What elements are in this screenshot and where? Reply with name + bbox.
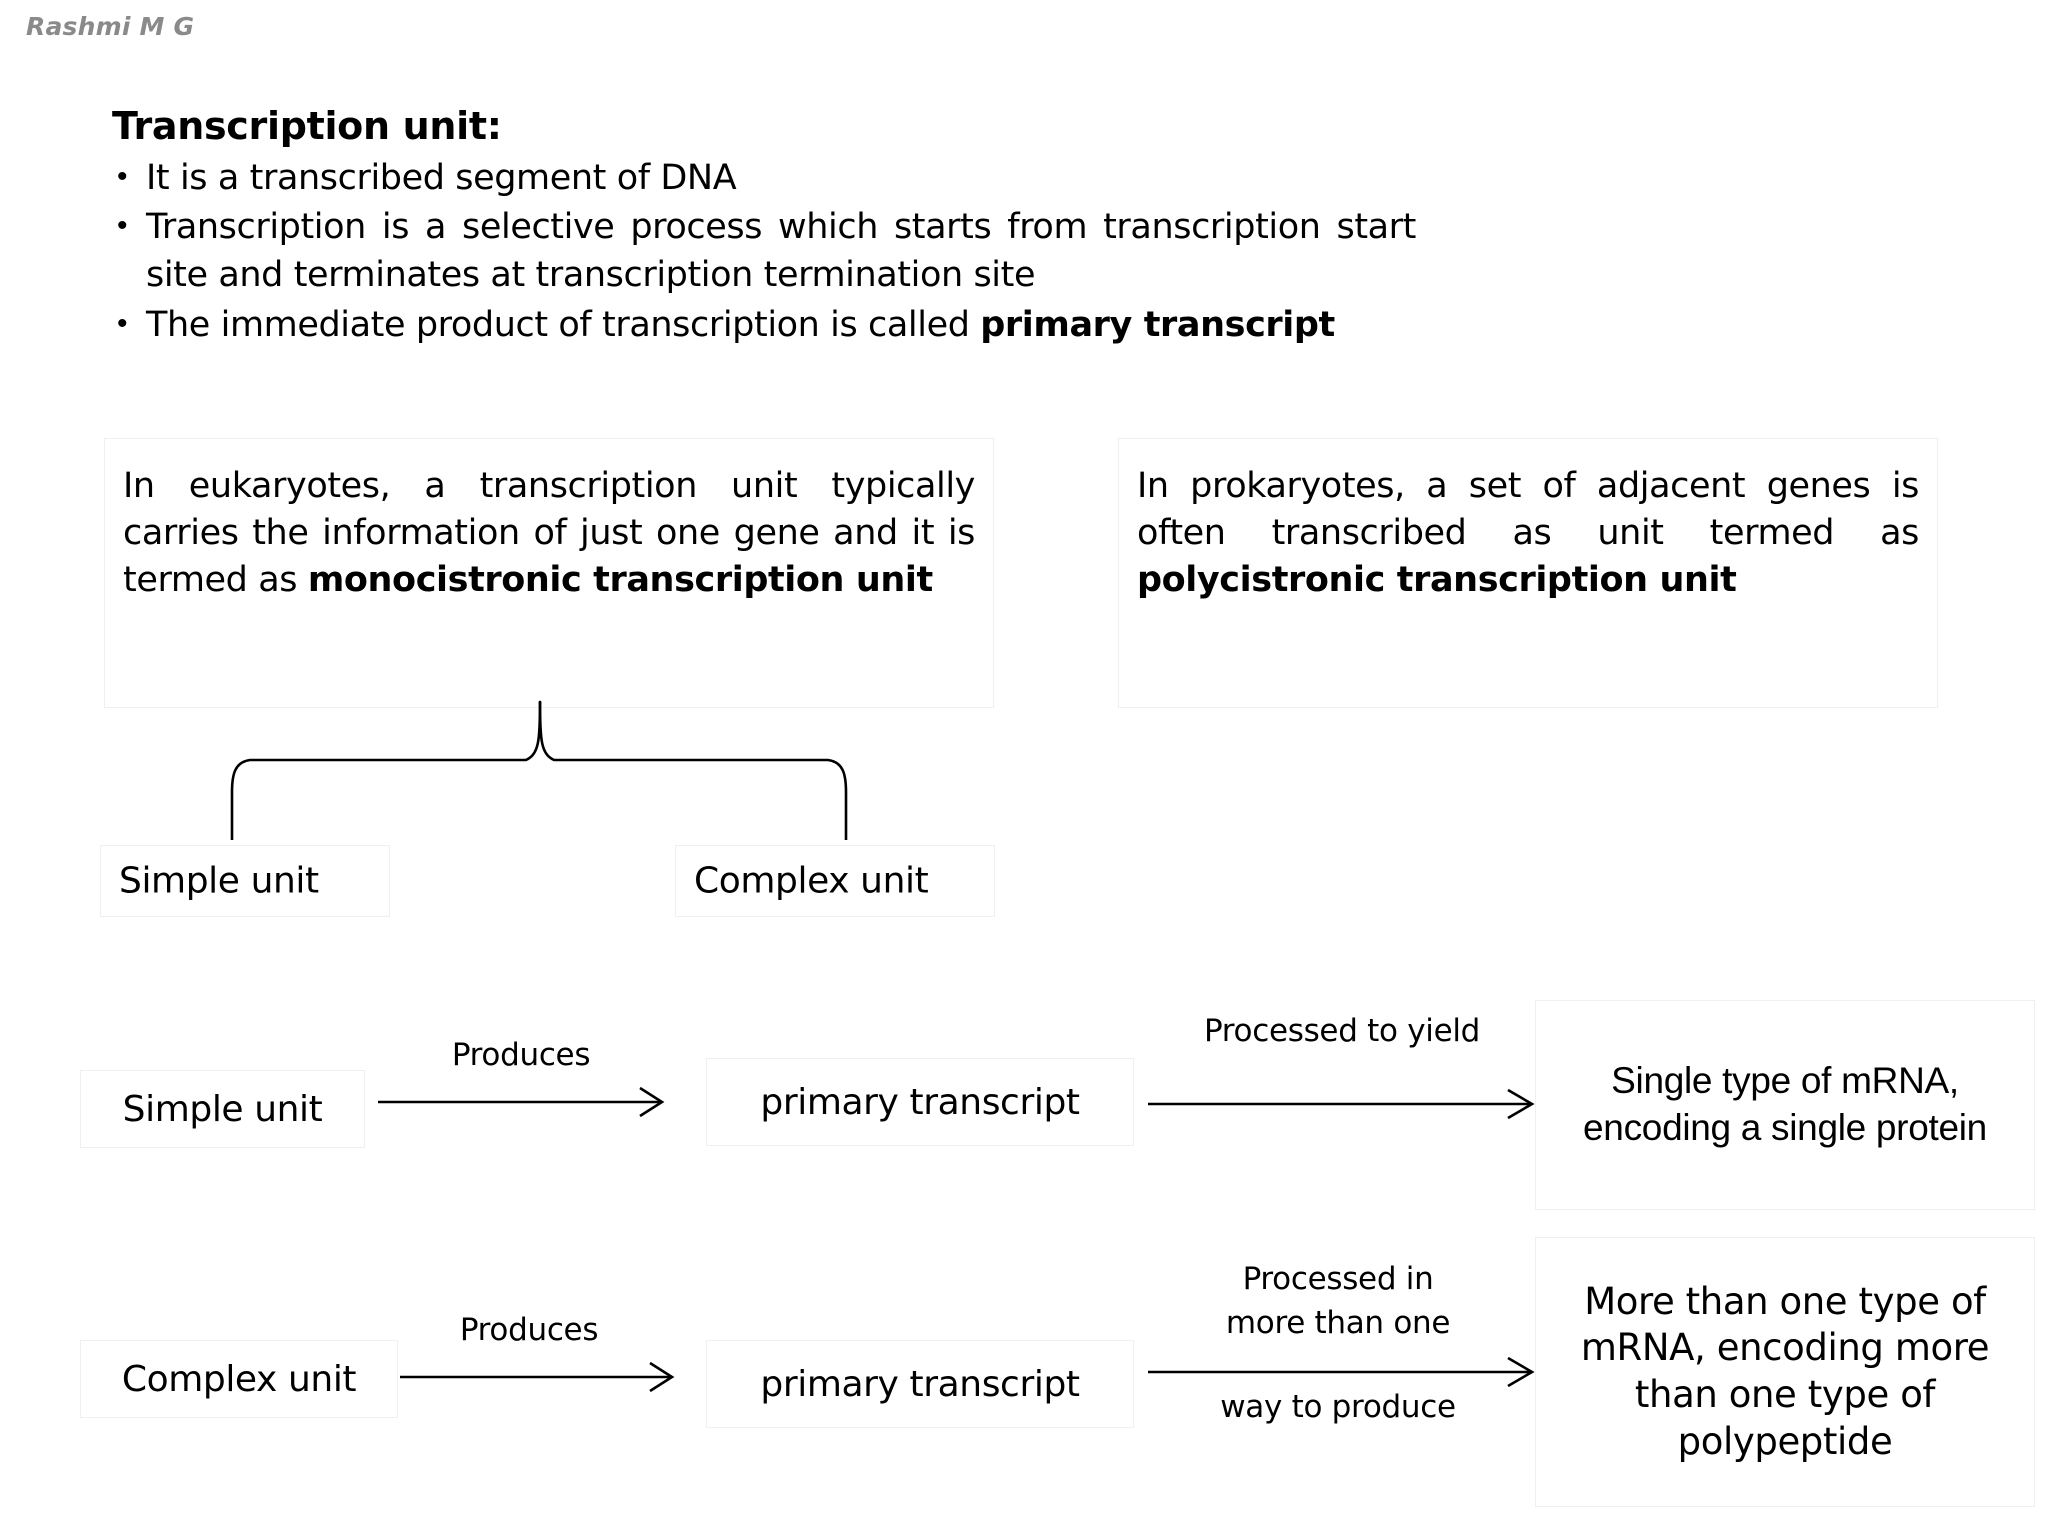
bullet-text-2: Transcription is a selective process whi… — [146, 207, 1416, 296]
flow-row1-result-box: Single type of mRNA, encoding a single p… — [1535, 1000, 2035, 1210]
bullet-item-1: • It is a transcribed segment of DNA — [112, 155, 1812, 203]
prokaryote-text-bold: polycistronic transcription unit — [1137, 560, 1737, 601]
bullet-dot-icon: • — [117, 159, 128, 193]
eukaryote-text-plain: In eukaryotes, a transcription unit typi… — [123, 466, 975, 601]
flow-row1-middle-label: primary transcript — [760, 1081, 1080, 1123]
category-label-complex-unit: Complex unit — [694, 860, 929, 902]
flow-row2-arrow2-label-line1: Processed in — [1242, 1261, 1434, 1297]
flow-row2-result-box: More than one type of mRNA, encoding mor… — [1535, 1237, 2035, 1507]
prokaryote-description-text: In prokaryotes, a set of adjacent genes … — [1137, 463, 1919, 604]
flow-row2-arrow1-label: Produces — [459, 1312, 599, 1348]
flow-row2-middle-box: primary transcript — [706, 1340, 1134, 1428]
bullet-text-3-bold: primary transcript — [980, 304, 1335, 345]
category-label-simple-unit: Simple unit — [119, 860, 319, 902]
prokaryote-description-box: In prokaryotes, a set of adjacent genes … — [1118, 438, 1938, 708]
flow-row1-arrow2-label: Processed to yield — [1203, 1013, 1481, 1049]
eukaryote-text-bold: monocistronic transcription unit — [307, 560, 933, 601]
flow-row1-source-label: Simple unit — [122, 1088, 323, 1130]
flow-row2-source-box: Complex unit — [80, 1340, 398, 1418]
flow-row2-source-label: Complex unit — [121, 1358, 357, 1400]
bullet-text-1: It is a transcribed segment of DNA — [146, 157, 737, 198]
bullet-dot-icon: • — [117, 209, 128, 243]
bullet-item-3: • The immediate product of transcription… — [112, 302, 1812, 350]
flow-row2-middle-label: primary transcript — [760, 1363, 1080, 1405]
flow-row2-arrow2-label-line2: more than one — [1225, 1305, 1451, 1341]
bullet-item-2: • Transcription is a selective process w… — [112, 204, 1812, 299]
flow-row2-arrow2-label-line3: way to produce — [1220, 1389, 1456, 1425]
bullet-text-3: The immediate product of transcription i… — [146, 302, 1812, 350]
prokaryote-text-plain: In prokaryotes, a set of adjacent genes … — [1137, 466, 1919, 554]
eukaryote-description-text: In eukaryotes, a transcription unit typi… — [123, 463, 975, 604]
flow-row1-source-box: Simple unit — [80, 1070, 365, 1148]
category-box-simple-unit: Simple unit — [100, 845, 390, 917]
flow-row2-arrow2: Processed in more than one way to produc… — [1148, 1261, 1548, 1462]
flow-row1-arrow1: Produces — [378, 1037, 678, 1150]
flow-row1-result-label: Single type of mRNA, encoding a single p… — [1583, 1060, 1987, 1148]
heading-block: Transcription unit: • It is a transcribe… — [112, 104, 1812, 351]
flow-row1-arrow2: Processed to yield — [1148, 1013, 1548, 1134]
bullet-dot-icon: • — [117, 306, 128, 340]
flow-row2-result-label: More than one type of mRNA, encoding mor… — [1580, 1279, 1990, 1463]
page-title: Transcription unit: — [112, 104, 502, 148]
category-box-complex-unit: Complex unit — [675, 845, 995, 917]
bullet-text-3-plain: The immediate product of transcription i… — [146, 304, 981, 345]
author-credit: Rashmi M G — [26, 12, 195, 41]
brace-connector-icon — [230, 700, 848, 840]
flow-row1-arrow1-label: Produces — [451, 1037, 591, 1073]
flow-row1-middle-box: primary transcript — [706, 1058, 1134, 1146]
eukaryote-description-box: In eukaryotes, a transcription unit typi… — [104, 438, 994, 708]
flow-row2-arrow1: Produces — [400, 1312, 690, 1425]
